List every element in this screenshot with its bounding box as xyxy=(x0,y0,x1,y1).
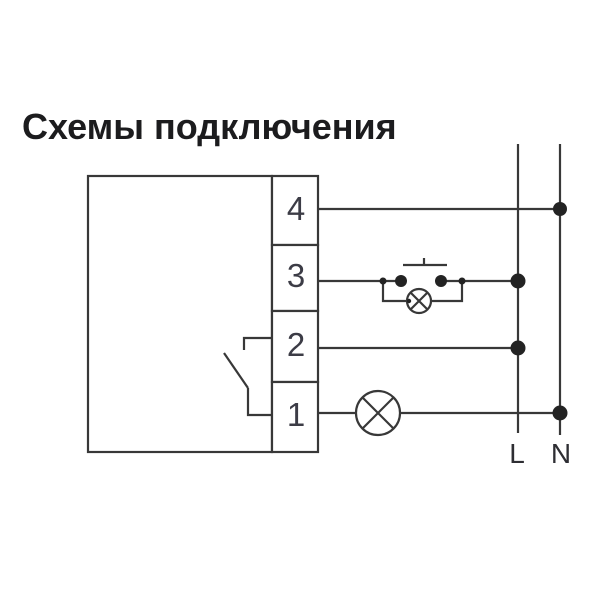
switch-upper-lead xyxy=(242,336,272,350)
push-button-icon xyxy=(395,258,447,287)
internal-relay-switch-icon xyxy=(223,336,272,417)
push-button-contact-left xyxy=(395,275,407,287)
wires xyxy=(318,207,560,415)
terminal-label-1: 1 xyxy=(287,396,305,433)
load-lamp-icon xyxy=(354,389,402,437)
junction-dot-terminal3-l xyxy=(510,273,526,289)
junction-dots xyxy=(510,202,568,421)
branch-tap-dot-left xyxy=(379,277,387,285)
switch-blade xyxy=(223,352,249,389)
indicator-branch-right xyxy=(431,281,464,303)
load-lamp-cross xyxy=(361,396,395,430)
junction-dot-terminal2-l xyxy=(510,340,526,356)
branch-tap-dot-right xyxy=(458,277,466,285)
switch-lower-lead xyxy=(246,388,272,417)
junction-dot-terminal4-n xyxy=(553,202,567,216)
indicator-branch-left xyxy=(381,281,407,303)
bus-label-n: N xyxy=(551,438,571,469)
push-button-contact-right xyxy=(435,275,447,287)
terminal-label-4: 4 xyxy=(287,190,305,227)
indicator-lamp-icon xyxy=(405,287,433,315)
bus-label-l: L xyxy=(509,438,525,469)
terminal-label-3: 3 xyxy=(287,257,305,294)
terminal-cell-1 xyxy=(270,380,320,454)
indicator-lamp-glow-dot xyxy=(406,298,412,304)
terminal-block: 4 3 2 1 xyxy=(270,174,320,454)
indicator-lamp-branch xyxy=(379,277,466,315)
page-title: Схемы подключения xyxy=(22,106,397,147)
device-box xyxy=(86,174,274,454)
junction-dot-terminal1-n xyxy=(552,405,568,421)
terminal-label-2: 2 xyxy=(287,326,305,363)
bus-lines xyxy=(516,144,562,435)
indicator-lamp-cross xyxy=(409,291,429,311)
